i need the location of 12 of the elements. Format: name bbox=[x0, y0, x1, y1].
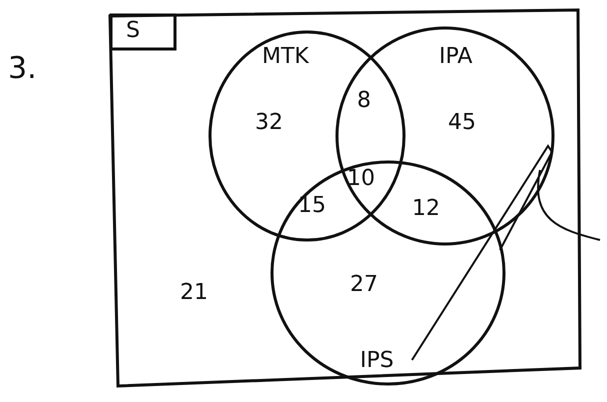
question-number: 3. bbox=[8, 56, 37, 82]
region-count: 32 bbox=[255, 110, 283, 136]
region-count: 21 bbox=[180, 280, 208, 306]
set-name: S bbox=[126, 18, 140, 44]
set-name: IPA bbox=[439, 44, 472, 70]
region-count: 8 bbox=[357, 88, 371, 114]
set-name: IPS bbox=[360, 348, 394, 374]
region-count: 27 bbox=[350, 272, 378, 298]
region-count: 45 bbox=[448, 110, 476, 136]
region-count: 10 bbox=[347, 166, 375, 192]
region-count: 12 bbox=[412, 196, 440, 222]
set-name: MTK bbox=[262, 44, 309, 70]
